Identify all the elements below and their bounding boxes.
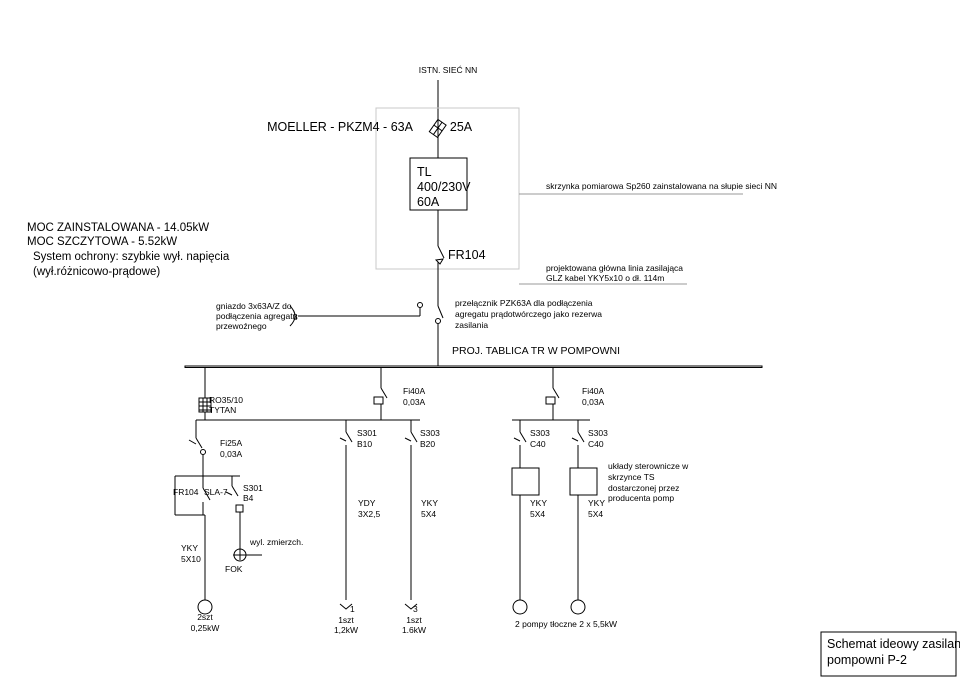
fok-label: FOK [225, 564, 243, 574]
socket-symbol-label: 3 [293, 312, 298, 322]
fi25-line-2: 0,03A [220, 449, 243, 459]
meter-box-outline [375, 107, 520, 270]
tl-line-3: 60A [417, 195, 440, 209]
fuse-symbol [428, 118, 447, 139]
c1-cable-2: 3X2,5 [358, 509, 380, 519]
controller-note-1: układy sterownicze w [608, 461, 689, 471]
load-2-symbol: 1 [350, 604, 355, 614]
power-installed: MOC ZAINSTALOWANA - 14.05kW [27, 222, 209, 234]
switch-note-3: zasilania [455, 320, 488, 330]
load-1-line-2: 0,25kW [191, 623, 220, 633]
changeover-contact-a [417, 302, 423, 308]
cable-note-2: GLZ kabel YKY5x10 o dł. 114m [546, 273, 664, 283]
c1-breaker-1: S301 [357, 428, 377, 438]
c3-breaker-2: C40 [530, 439, 546, 449]
left-cable-line-2: 5X10 [181, 554, 201, 564]
controller-note-3: dostarczonej przez [608, 483, 679, 493]
generator-socket-symbol: 3 [289, 305, 420, 327]
circuit-c3 [511, 420, 540, 600]
controller-note-2: skrzynce TS [608, 472, 655, 482]
tl-line-2: 400/230V [417, 180, 471, 194]
load-3-line-1: 1szt [406, 615, 422, 625]
load-2-line-1: 1szt [338, 615, 354, 625]
pump-1-symbol [512, 599, 528, 615]
s301b4-line-1: S301 [243, 483, 263, 493]
c4-breaker-2: C40 [588, 439, 604, 449]
aux-fr104-label: FR104 [173, 487, 199, 497]
fi40a-line-1: Fi40A [403, 386, 426, 396]
fi40a-line-2: 0,03A [403, 397, 426, 407]
fi40a-switch-symbol [373, 367, 388, 420]
load-3-line-2: 1.6kW [402, 625, 426, 635]
fi40b-line-2: 0,03A [582, 397, 605, 407]
s301-b4-symbol [225, 476, 244, 560]
fi25-line-1: Fi25A [220, 438, 243, 448]
changeover-switch-symbol [435, 305, 444, 366]
load-1-line-1: 2szt [197, 612, 213, 622]
c3-cable-1: YKY [530, 498, 547, 508]
fi40b-line-1: Fi40A [582, 386, 605, 396]
s301b4-line-2: B4 [243, 493, 254, 503]
exit-note: wyl. zmierzch. [249, 537, 303, 547]
fi25-switch-symbol [188, 420, 206, 476]
c2-cable-1: YKY [421, 498, 438, 508]
pump-2-symbol [570, 599, 586, 615]
c2-breaker-2: B20 [420, 439, 435, 449]
protection-system-2: (wył.różnicowo-prądowe) [33, 266, 160, 278]
surge-arrester-symbol [198, 397, 212, 413]
switch-note-2: agregatu prądotwórczego jako rezerwa [455, 309, 602, 319]
c3-cable-2: 5X4 [530, 509, 545, 519]
ro35-line-1: RO35/10 [209, 395, 243, 405]
meter-box-note: skrzynka pomiarowa Sp260 zainstalowana n… [546, 181, 777, 191]
c2-breaker-1: S303 [420, 428, 440, 438]
breaker-model-label: MOELLER - PKZM4 - 63A [267, 120, 414, 134]
circuit-c2 [404, 420, 418, 600]
sla7-relay-symbol [202, 476, 211, 515]
circuit-c1 [339, 420, 353, 600]
socket-note-2: podłączenia agregatu [216, 311, 298, 321]
tl-line-1: TL [417, 165, 432, 179]
board-title: PROJ. TABLICA TR W POMPOWNI [452, 345, 620, 357]
load-3-motor-symbol [404, 603, 418, 610]
controller-note-4: producenta pomp [608, 493, 674, 503]
load-2-line-2: 1,2kW [334, 625, 358, 635]
rcd-label: FR104 [448, 248, 486, 262]
load-lamp-symbol [197, 599, 213, 615]
protection-system: System ochrony: szybkie wył. napięcia [33, 251, 230, 263]
title-line-1: Schemat ideowy zasilania [827, 637, 960, 651]
main-busbar [184, 365, 763, 368]
fi40b-switch-symbol [545, 367, 560, 420]
rcd-switch-symbol [434, 245, 445, 290]
left-cable-line-1: YKY [181, 543, 198, 553]
ro35-line-2: TYTAN [209, 405, 236, 415]
fok-sensor-symbol [233, 548, 262, 562]
c4-cable-1: YKY [588, 498, 605, 508]
c4-breaker-1: S303 [588, 428, 608, 438]
grid-label: ISTN. SIEĆ NN [419, 65, 478, 75]
cable-note-1: projektowana główna linia zasilająca [546, 263, 683, 273]
fuse-rating-label: 25A [450, 120, 473, 134]
aux-sla7-label: SLA-7 [204, 487, 228, 497]
socket-note-3: przewoźnego [216, 321, 267, 331]
c1-cable-1: YDY [358, 498, 376, 508]
c4-cable-2: 5X4 [588, 509, 603, 519]
title-block [820, 631, 957, 677]
switch-note-1: przełącznik PZK63A dla podłączenia [455, 298, 593, 308]
socket-note-1: gniazdo 3x63A/Z do [216, 301, 292, 311]
load-3-symbol: 3 [413, 604, 418, 614]
title-line-2: pompowni P-2 [827, 653, 907, 667]
c3-breaker-1: S303 [530, 428, 550, 438]
power-peak: MOC SZCZYTOWA - 5.52kW [27, 236, 177, 248]
circuit-c4 [569, 420, 598, 600]
load-2-motor-symbol [339, 603, 353, 610]
c1-breaker-2: B10 [357, 439, 372, 449]
pumps-label: 2 pompy tłoczne 2 x 5,5kW [515, 619, 617, 629]
c2-cable-2: 5X4 [421, 509, 436, 519]
